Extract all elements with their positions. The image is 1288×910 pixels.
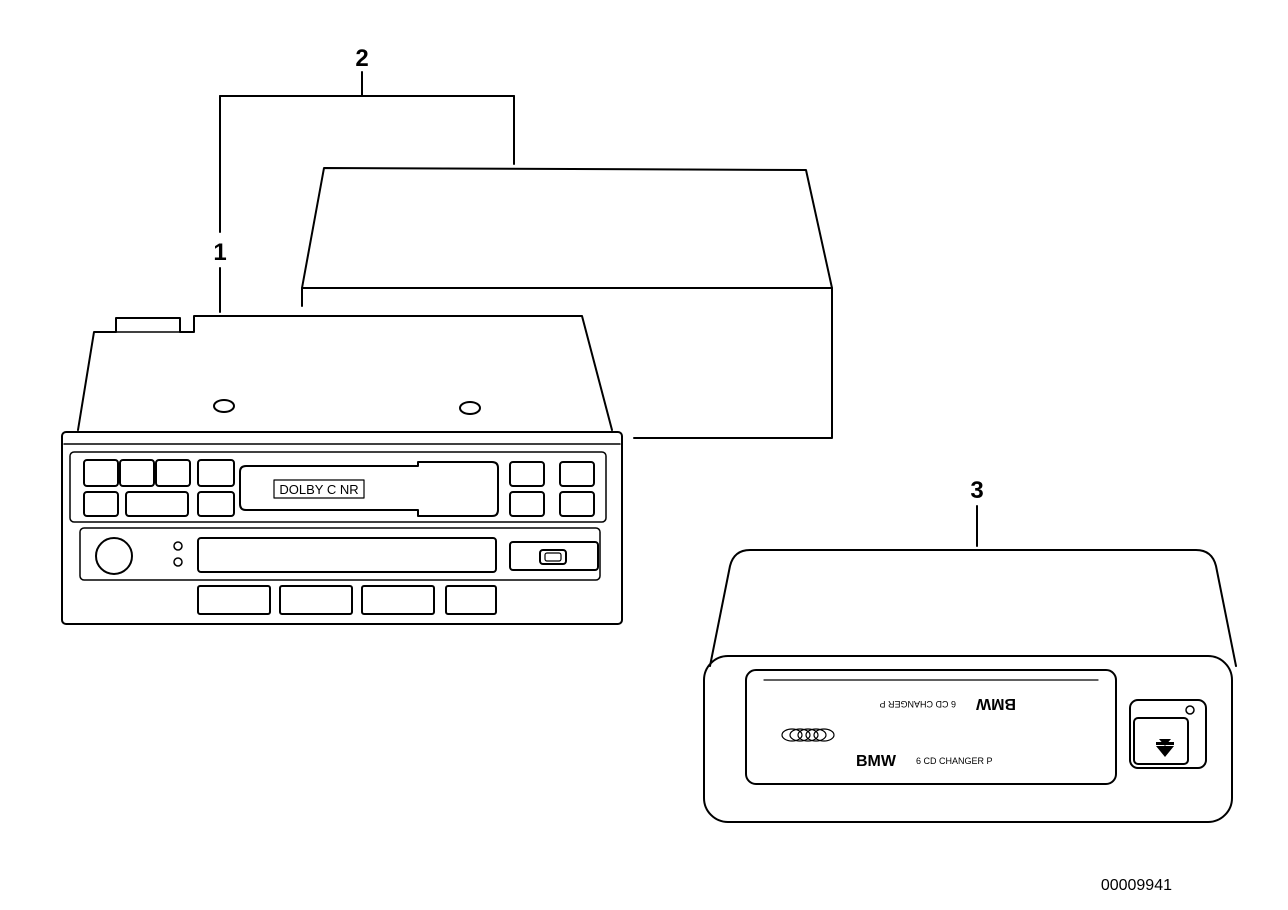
dolby-label: DOLBY C NR <box>279 482 358 497</box>
eject-icon <box>1156 739 1174 757</box>
cd-model: 6 CD CHANGER P <box>916 756 993 766</box>
diagram-code: 00009941 <box>1101 877 1172 894</box>
cd-changer-unit <box>703 549 1237 823</box>
amplifier-box <box>301 167 833 439</box>
eject-button <box>1133 717 1189 765</box>
cd-brand-mirrored: BMW <box>975 695 1016 712</box>
callout-1-label: 1 <box>213 239 226 266</box>
callout-2-bracket <box>219 71 515 233</box>
volume-knob <box>95 537 133 575</box>
cd-brand: BMW <box>856 753 897 770</box>
cd-magazine-door <box>745 669 1117 785</box>
callout-2-label: 2 <box>355 45 368 72</box>
callout-3-label: 3 <box>970 477 983 504</box>
radio-cassette-unit: DOLBY C NR <box>61 315 623 625</box>
cd-model-mirrored: 6 CD CHANGER P <box>879 699 956 709</box>
rings-logo <box>781 728 835 742</box>
dolby-badge <box>273 479 365 499</box>
cassette-slot <box>197 537 497 573</box>
